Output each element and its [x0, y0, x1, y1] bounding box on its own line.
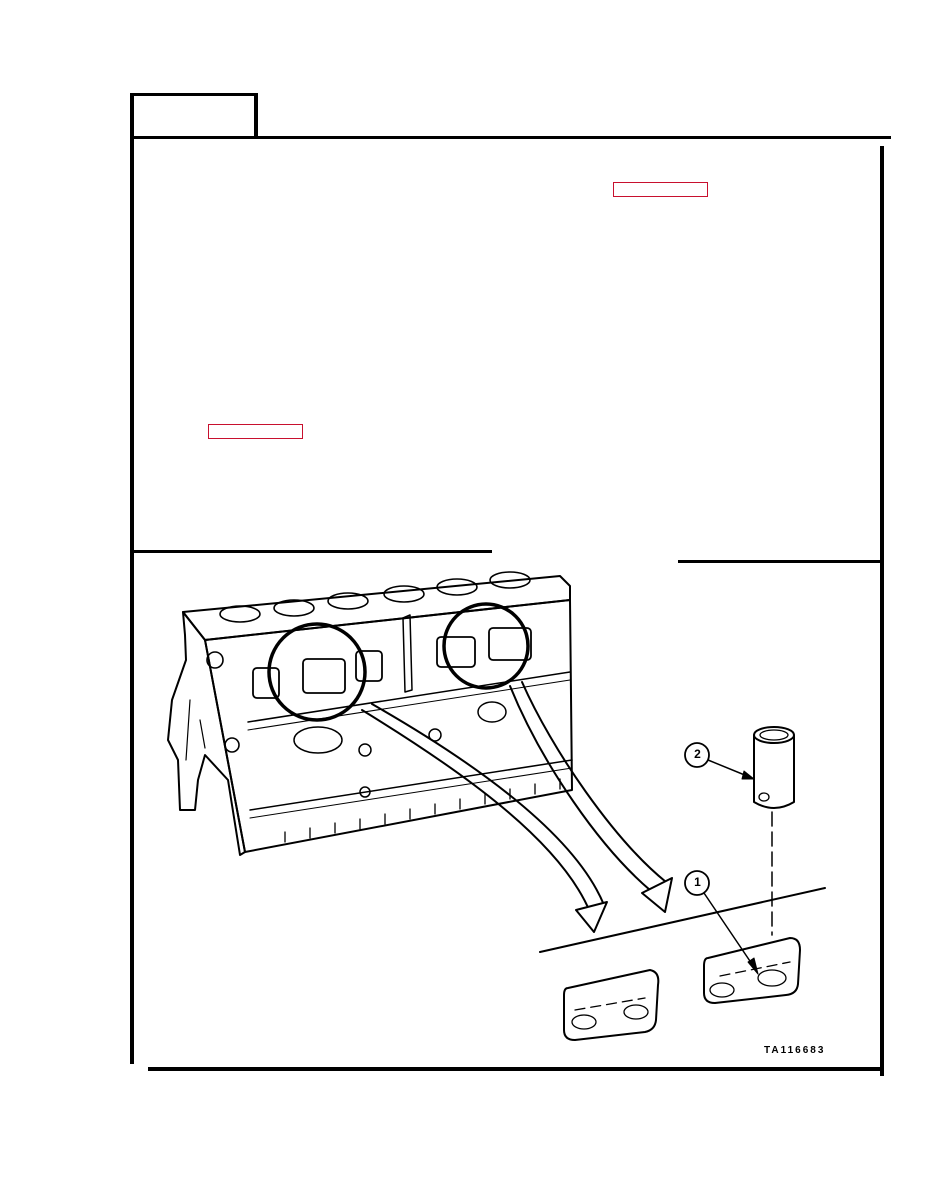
bottom-rule	[148, 1067, 881, 1071]
cross-reference-link-1[interactable]	[613, 182, 708, 197]
callout-2-number: 2	[694, 747, 701, 761]
header-rule	[134, 136, 891, 139]
tab-box-top	[130, 93, 258, 96]
cross-reference-link-2[interactable]	[208, 424, 303, 439]
figure-id: TA116683	[764, 1045, 826, 1056]
mid-rule-left	[134, 550, 492, 553]
callout-1-number: 1	[694, 875, 701, 889]
left-border	[130, 136, 134, 1064]
mid-rule-right	[678, 560, 881, 563]
tab-box-right	[254, 93, 258, 136]
right-border	[880, 146, 884, 1076]
tab-box-left	[130, 94, 134, 140]
